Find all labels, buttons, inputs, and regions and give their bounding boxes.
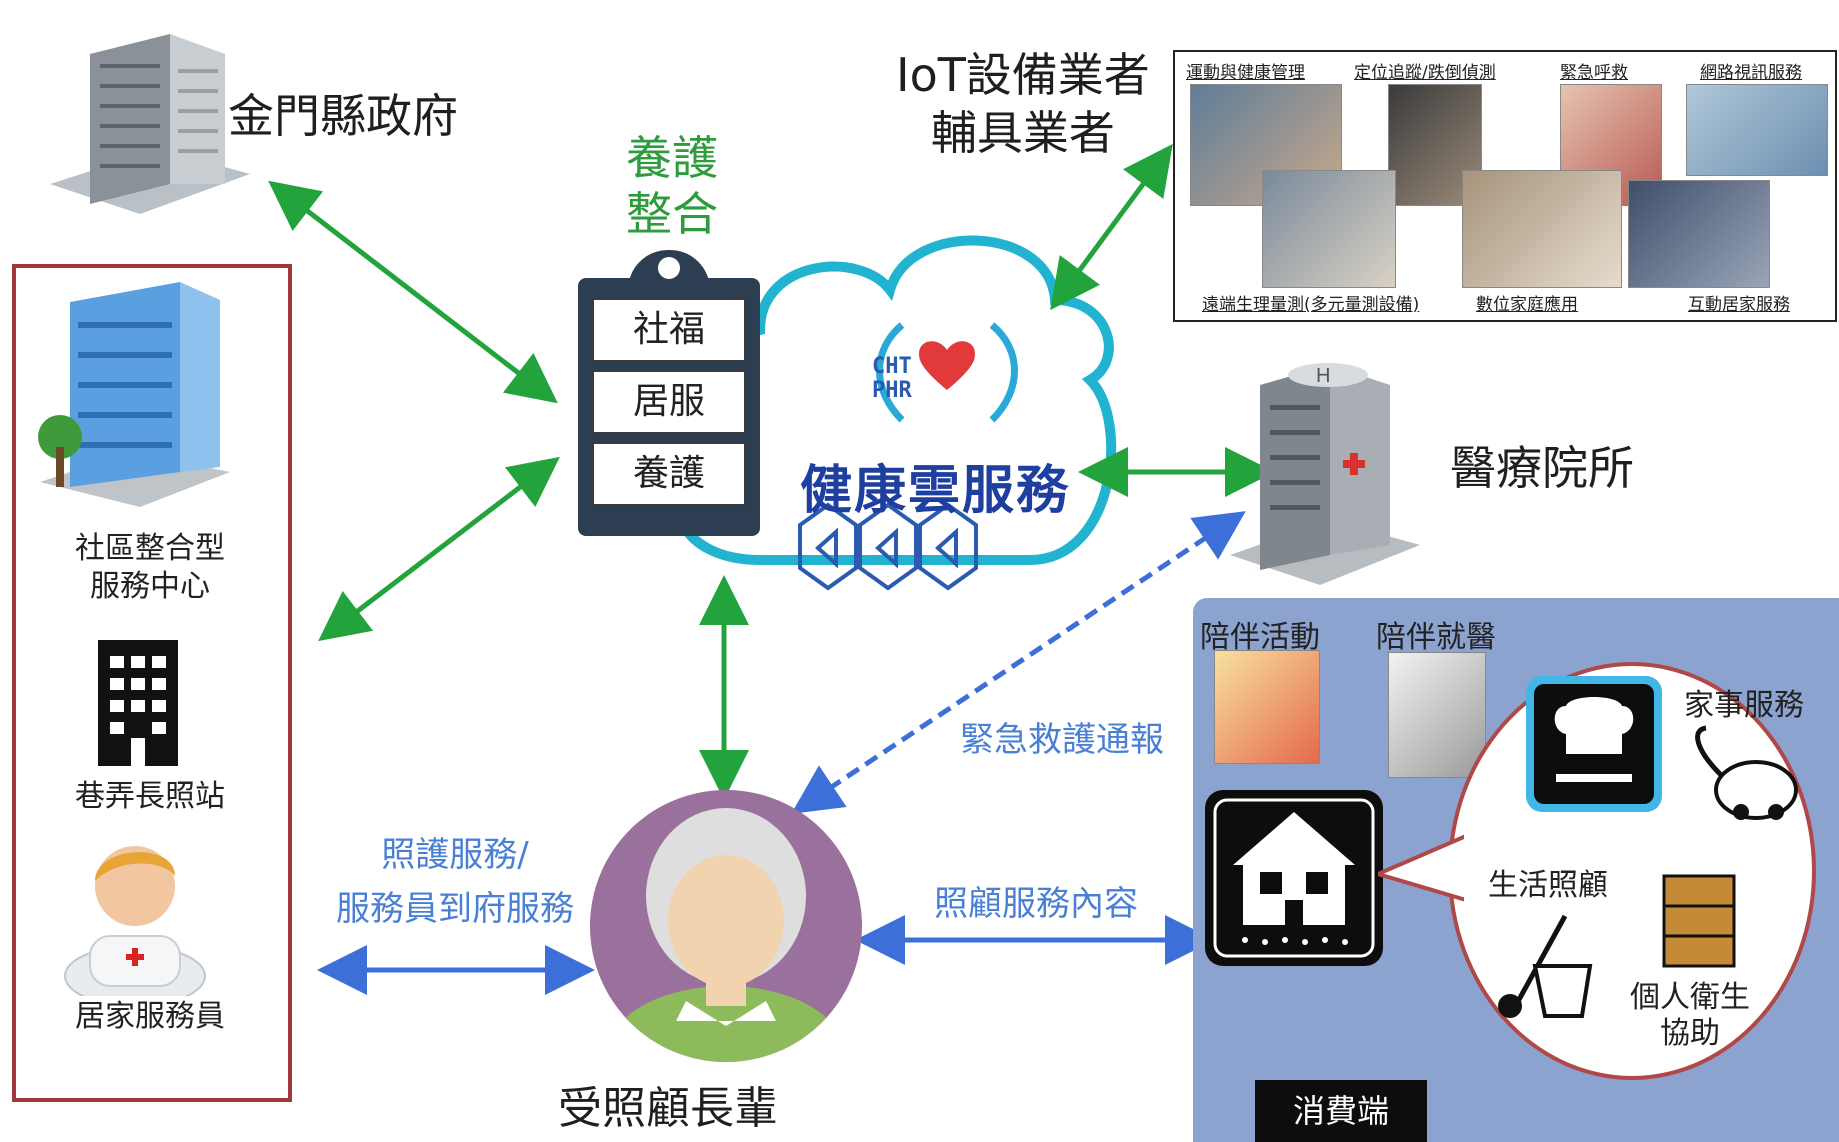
iot-photo-digital-home — [1462, 170, 1622, 288]
vacuum-icon — [1695, 725, 1798, 820]
iot-caption-exercise: 運動與健康管理 — [1186, 63, 1305, 83]
mop-bucket-icon — [1498, 914, 1593, 1018]
iot-caption-digital-home: 數位家庭應用 — [1476, 295, 1578, 315]
arrow-center-cloud — [318, 456, 560, 642]
hospital-building-icon: H — [1230, 363, 1420, 585]
clipboard-item-homecare: 居服 — [592, 370, 746, 434]
companion-medical-illustration — [1388, 652, 1486, 778]
community-center-building-icon — [38, 282, 230, 507]
arrow-gov-cloud — [268, 180, 558, 404]
hygiene-label: 個人衛生 協助 — [1630, 980, 1750, 1052]
iot-line1: IoT設備業者 — [896, 48, 1150, 102]
arrow-iot-cloud — [1050, 143, 1173, 311]
companion-medical-label: 陪伴就醫 — [1376, 620, 1496, 655]
bubble-tail — [1378, 830, 1468, 910]
integration-title: 養護 整合 — [612, 130, 732, 242]
integration-line1: 養護 — [626, 131, 718, 185]
cht-logo-line2: PHR — [872, 378, 912, 403]
clipboard-item-social: 社福 — [592, 298, 746, 362]
clipboard-item-nursing: 養護 — [592, 442, 746, 506]
hygiene-line2: 協助 — [1660, 1016, 1720, 1051]
care-station-label: 巷弄長照站 — [75, 779, 225, 814]
chef-hat-icon — [1526, 676, 1662, 812]
iot-photo-interactive — [1628, 180, 1770, 288]
health-cloud-label: 健康雲服務 — [800, 461, 1071, 521]
housework-label: 家事服務 — [1684, 688, 1804, 723]
companion-activity-illustration — [1214, 650, 1320, 764]
home-care-worker-icon — [64, 846, 206, 996]
companion-activity-label: 陪伴活動 — [1200, 620, 1320, 655]
home-care-worker-label: 居家服務員 — [75, 999, 225, 1034]
elder-avatar-icon — [590, 790, 862, 1062]
cht-phr-logo-icon — [876, 322, 1018, 423]
dresser-icon — [1662, 874, 1736, 968]
community-center-line1: 社區整合型 — [75, 531, 225, 566]
iot-caption-video: 網路視訊服務 — [1700, 63, 1802, 83]
community-center-line2: 服務中心 — [90, 569, 210, 604]
care-service-line2: 服務員到府服務 — [336, 889, 574, 929]
svg-text:H: H — [1316, 365, 1330, 387]
daily-care-label: 生活照顧 — [1488, 868, 1608, 903]
cht-logo-line1: CHT — [872, 354, 912, 379]
iot-caption-tracking: 定位追蹤/跌倒偵測 — [1354, 63, 1496, 83]
iot-photo-video — [1686, 84, 1828, 176]
iot-caption-interactive: 互動居家服務 — [1688, 295, 1790, 315]
iot-photo-remote-measure — [1262, 170, 1396, 288]
iot-title: IoT設備業者 輔具業者 — [896, 46, 1150, 162]
iot-caption-emergency: 緊急呼救 — [1560, 63, 1628, 83]
house-icon — [1205, 790, 1383, 966]
care-service-line1: 照護服務/ — [381, 835, 529, 875]
cht-logo-text: CHT PHR — [872, 355, 912, 403]
iot-line2: 輔具業者 — [930, 106, 1115, 160]
integration-line2: 整合 — [626, 187, 718, 241]
service-provider-panel — [12, 264, 292, 1102]
hexagon-chain — [798, 502, 978, 591]
hospital-label: 醫療院所 — [1450, 441, 1634, 495]
government-label: 金門縣政府 — [228, 89, 458, 143]
clipboard-clip-hole — [658, 257, 680, 279]
care-station-building-icon — [98, 640, 178, 766]
arrow-emergency — [791, 511, 1246, 814]
iot-caption-remote: 遠端生理量測(多元量測設備) — [1202, 295, 1420, 315]
government-building-icon — [50, 34, 250, 214]
consumer-tag: 消費端 — [1255, 1080, 1427, 1142]
emergency-report-label: 緊急救護通報 — [960, 720, 1164, 760]
hygiene-line1: 個人衛生 — [1630, 980, 1750, 1015]
elder-label: 受照顧長輩 — [558, 1083, 778, 1134]
care-service-label: 照護服務/ 服務員到府服務 — [320, 828, 590, 936]
community-center-label: 社區整合型 服務中心 — [40, 530, 260, 606]
care-content-label: 照顧服務內容 — [934, 884, 1138, 924]
